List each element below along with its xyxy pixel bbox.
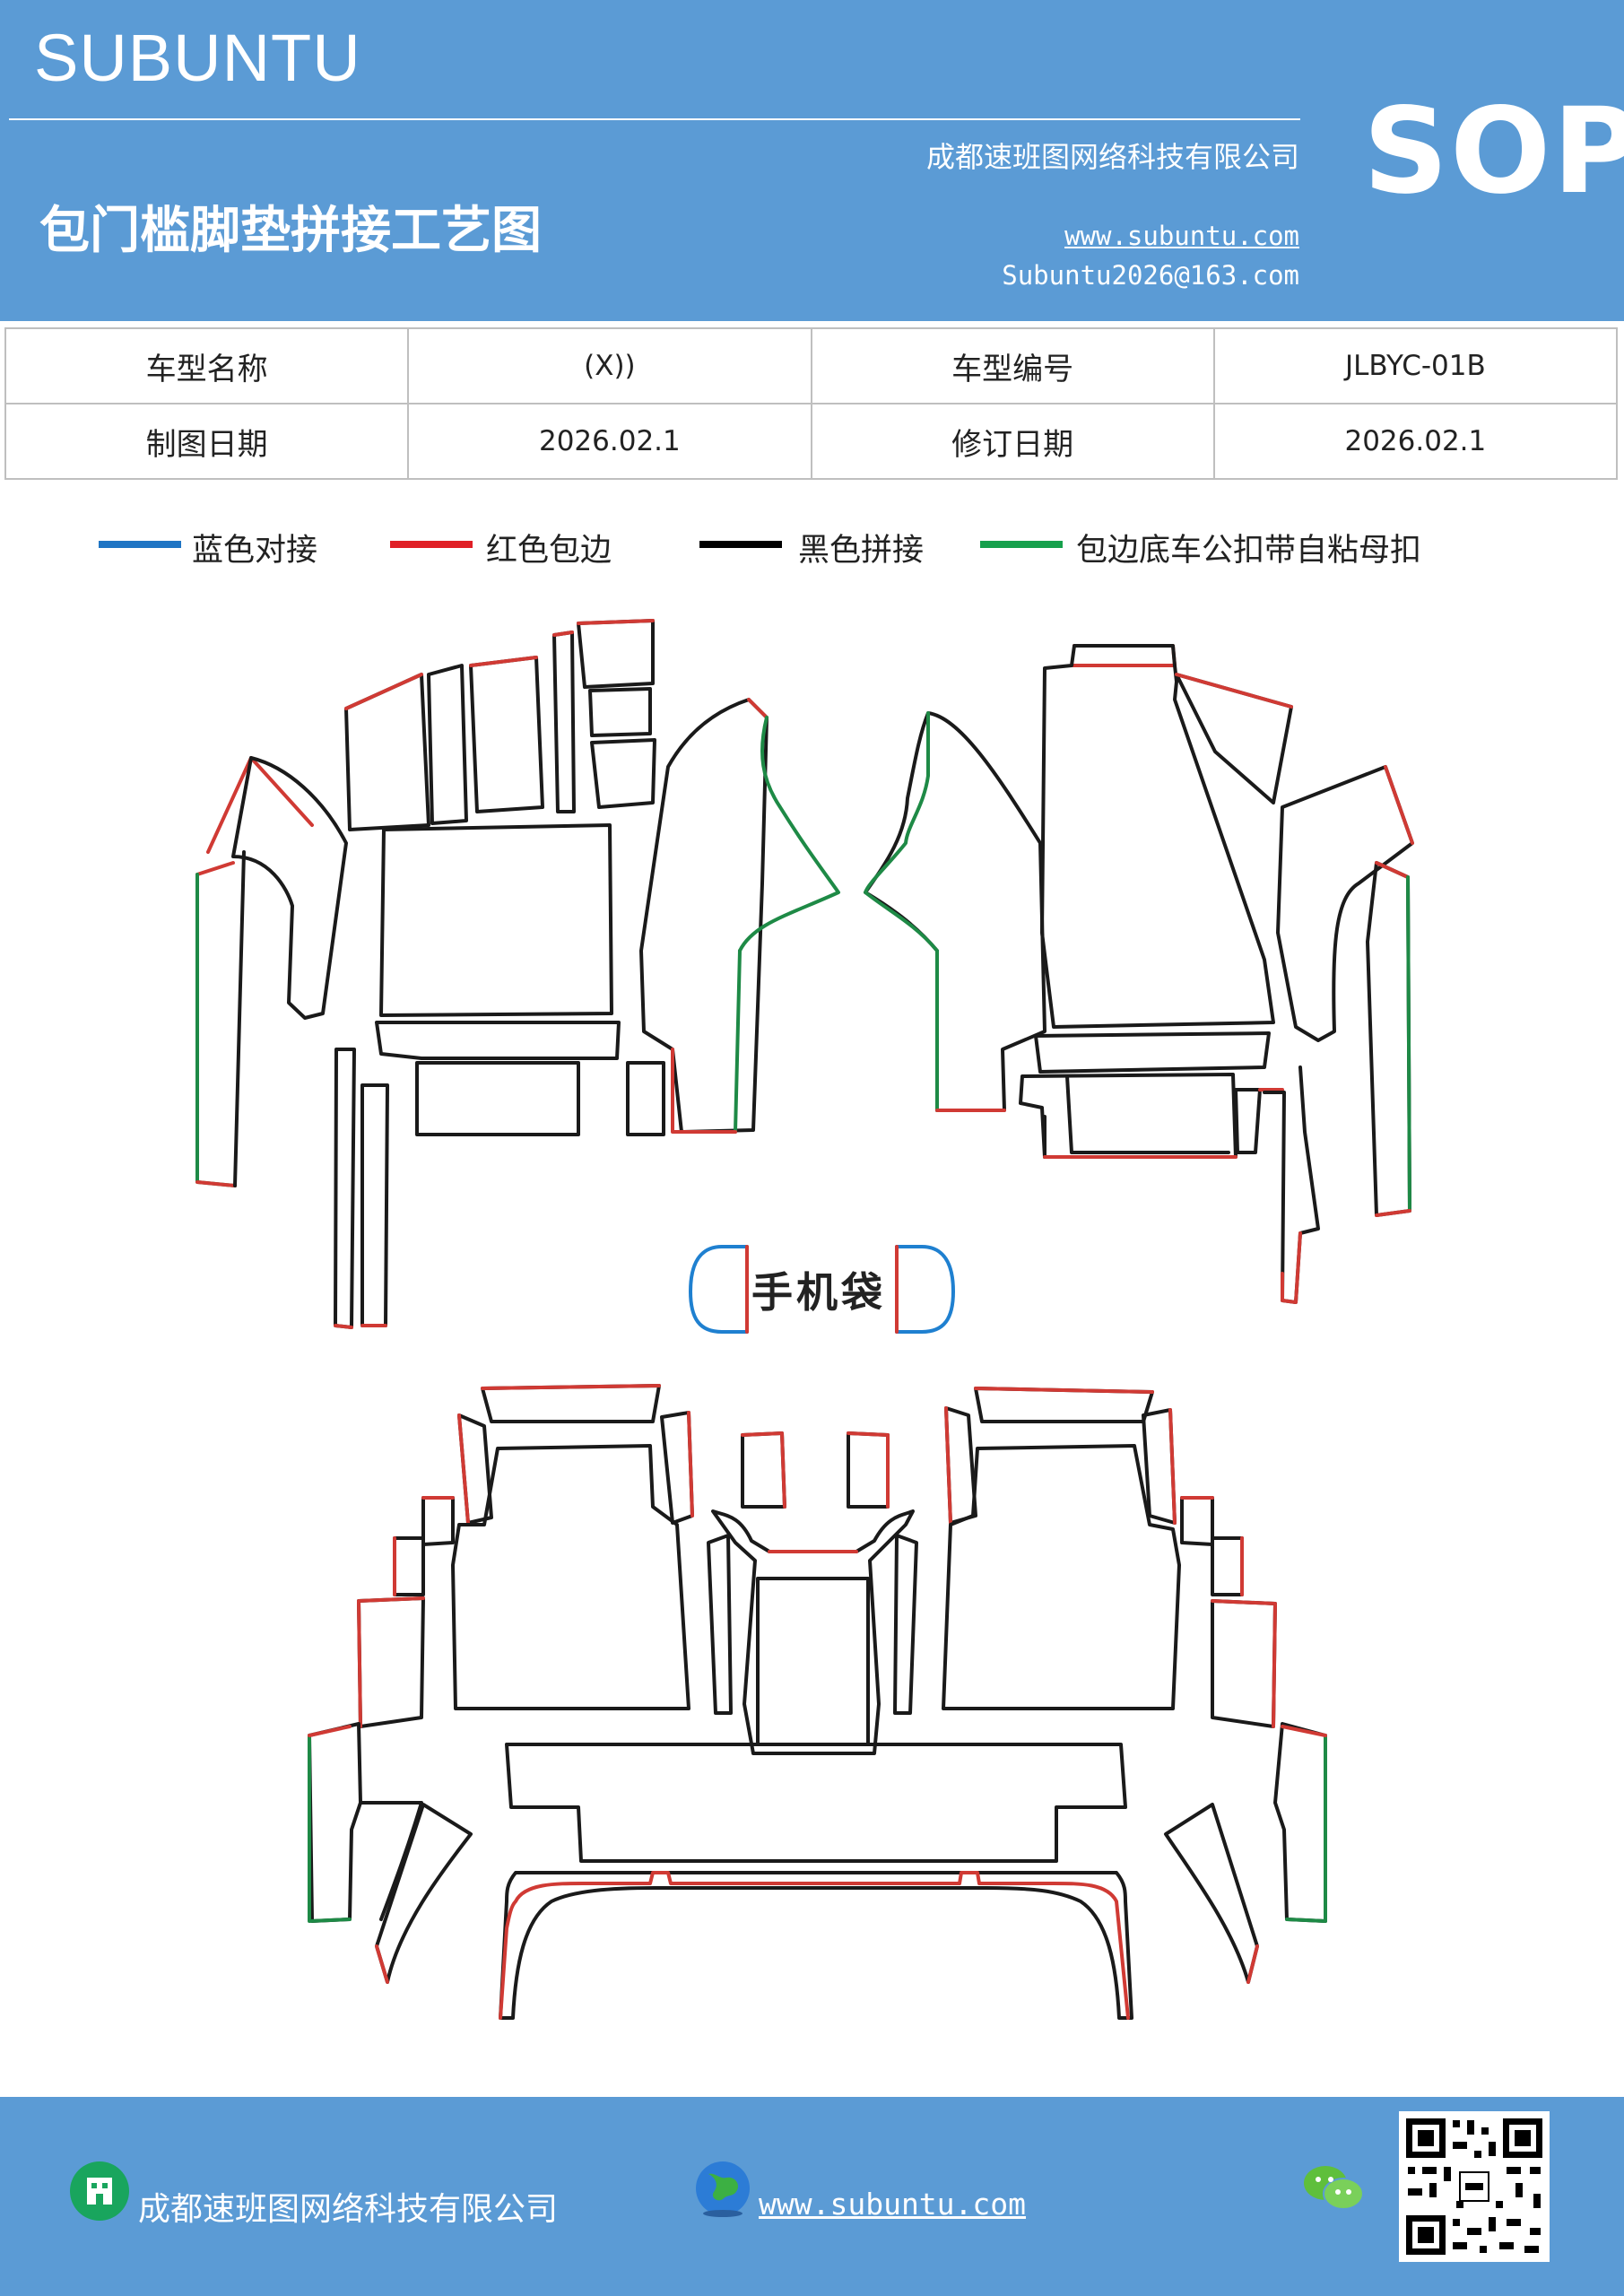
revise-date-label: 修订日期 — [810, 403, 1215, 480]
brand-name: SUBUNTU — [34, 21, 361, 95]
globe-icon — [692, 2158, 753, 2219]
header-website-link[interactable]: www.subuntu.com — [1064, 221, 1299, 251]
model-code-label: 车型编号 — [810, 327, 1215, 404]
model-code-value: JLBYC-01B — [1212, 327, 1619, 404]
phone-pocket — [689, 1245, 955, 1334]
header-banner: SUBUNTU 包门槛脚垫拼接工艺图 成都速班图网络科技有限公司 www.sub… — [0, 0, 1624, 321]
draw-date-label: 制图日期 — [4, 403, 410, 480]
mat-diagram — [0, 592, 1624, 2063]
footer-website-link[interactable]: www.subuntu.com — [759, 2187, 1027, 2222]
right-front-mat — [864, 644, 1414, 1304]
wechat-icon — [1302, 2163, 1365, 2213]
legend-swatch-green — [980, 541, 1063, 548]
model-name-label: 车型名称 — [4, 327, 410, 404]
legend-label: 黑色拼接 — [798, 533, 925, 569]
rear-mat — [308, 1384, 1327, 2020]
legend-label: 包边底车公扣带自粘母扣 — [1076, 533, 1422, 569]
legend-label: 蓝色对接 — [192, 533, 318, 569]
model-name-value: (X)) — [407, 327, 812, 404]
revise-date-value: 2026.02.1 — [1212, 403, 1619, 480]
legend-label: 红色包边 — [486, 533, 612, 569]
draw-date-value: 2026.02.1 — [407, 403, 812, 480]
phone-pocket-label: 手机袋 — [751, 1268, 886, 1317]
document-title: 包门槛脚垫拼接工艺图 — [39, 202, 542, 260]
left-front-mat — [195, 619, 840, 1329]
info-row: 车型名称 (X)) 车型编号 JLBYC-01B — [4, 327, 1619, 404]
legend-swatch-black — [699, 541, 782, 548]
header-divider — [9, 118, 1300, 120]
footer-banner: 成都速班图网络科技有限公司 www.subuntu.com — [0, 2097, 1624, 2296]
footer-company-name: 成都速班图网络科技有限公司 — [138, 2191, 559, 2228]
mat-outline-drawing — [195, 619, 1414, 2020]
header-company-name: 成都速班图网络科技有限公司 — [925, 140, 1299, 174]
header-email[interactable]: Subuntu2026@163.com — [1002, 260, 1299, 291]
legend-swatch-blue — [99, 541, 181, 548]
info-table: 车型名称 (X)) 车型编号 JLBYC-01B 制图日期 2026.02.1 … — [4, 327, 1619, 480]
sop-badge: SOP — [1363, 83, 1624, 221]
building-icon — [70, 2161, 129, 2221]
qr-code[interactable] — [1399, 2111, 1550, 2262]
legend-swatch-red — [390, 541, 473, 548]
info-row: 制图日期 2026.02.1 修订日期 2026.02.1 — [4, 403, 1619, 480]
legend: 蓝色对接 红色包边 黑色拼接 包边底车公扣带自粘母扣 — [0, 525, 1624, 570]
